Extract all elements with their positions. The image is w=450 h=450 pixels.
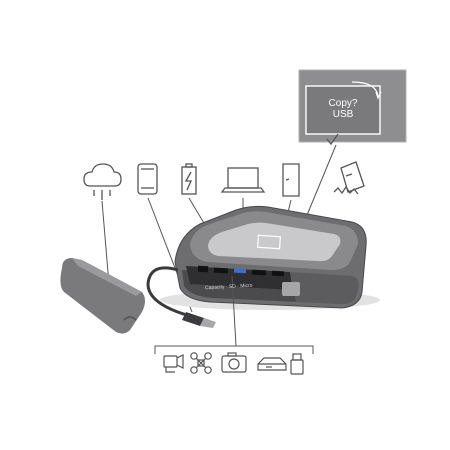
usb-stick-icon [290,353,304,375]
smartphone-icon [137,163,158,195]
camera-icon [221,352,247,373]
sd-card-icon [282,163,300,197]
drone-icon [190,352,212,374]
battery-charging-icon [181,163,197,195]
checkmark-icon [326,133,339,146]
cable-cap [60,258,145,334]
drive-body [160,205,380,310]
callout-title: Copy? [328,98,358,109]
cf-card-icon [333,161,365,195]
copy-usb-callout [298,69,407,143]
arrow-icon [351,81,379,97]
hard-drive-icon [257,357,287,371]
camcorder-icon [163,354,184,373]
usb-c-cable [146,266,216,328]
callout-subtitle: USB [332,109,354,120]
laptop-icon [220,167,266,193]
cloud-icon [83,163,122,200]
bottom-bracket [154,345,314,354]
